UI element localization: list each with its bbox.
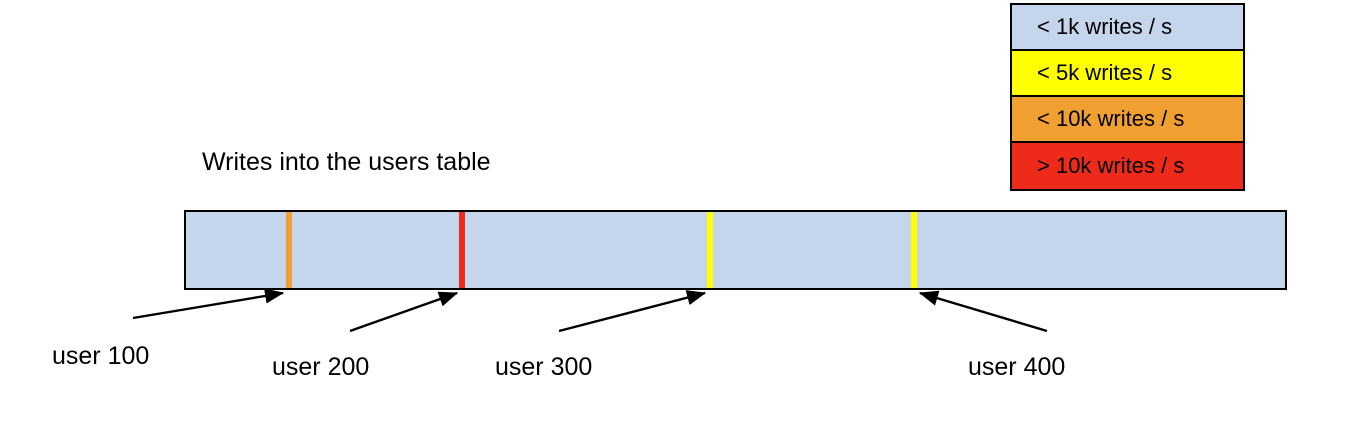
label-user-300: user 300: [495, 353, 593, 381]
users-table-bar: [184, 210, 1287, 290]
arrow-user-300: [558, 290, 707, 333]
legend: < 1k writes / s < 5k writes / s < 10k wr…: [1010, 3, 1245, 191]
legend-row: < 5k writes / s: [1012, 51, 1243, 97]
legend-row: < 10k writes / s: [1012, 97, 1243, 143]
chart-title: Writes into the users table: [202, 148, 491, 176]
label-user-200: user 200: [272, 353, 370, 381]
marker-user-200: [459, 212, 465, 288]
legend-label: < 5k writes / s: [1037, 60, 1173, 85]
marker-user-300: [707, 212, 713, 288]
legend-row: < 1k writes / s: [1012, 5, 1243, 51]
legend-row: > 10k writes / s: [1012, 143, 1243, 189]
legend-label: < 10k writes / s: [1037, 106, 1185, 131]
legend-label: < 1k writes / s: [1037, 14, 1173, 39]
marker-user-400: [911, 212, 917, 288]
arrow-user-100: [132, 288, 285, 320]
label-user-100: user 100: [52, 342, 150, 370]
label-user-400: user 400: [968, 353, 1066, 381]
arrow-user-400: [918, 290, 1048, 333]
marker-user-100: [286, 212, 292, 288]
arrow-user-200: [349, 291, 459, 333]
legend-label: > 10k writes / s: [1037, 153, 1185, 178]
